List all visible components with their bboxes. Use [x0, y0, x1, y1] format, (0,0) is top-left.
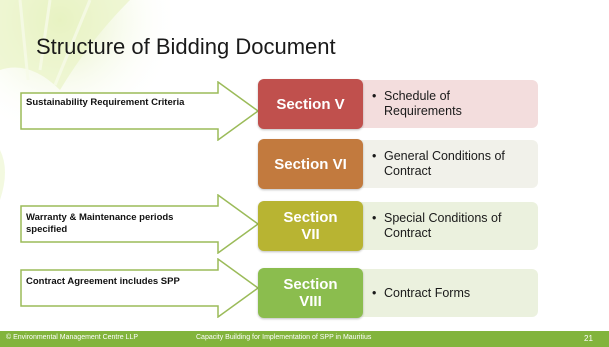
section-v-label: Section V: [276, 95, 345, 113]
arrow-warranty: [20, 194, 260, 254]
desc-box-section-v: • Schedule of Requirements: [360, 80, 538, 128]
page-number: 21: [584, 334, 593, 343]
section-vi-box: Section VI: [258, 139, 363, 189]
arrow-sustainability: [20, 81, 260, 141]
arrow-label-contract-agreement: Contract Agreement includes SPP: [26, 276, 180, 287]
desc-box-section-viii: • Contract Forms: [360, 269, 538, 317]
desc-text-section-vii: Special Conditions of Contract: [384, 211, 502, 240]
footer-bar: © Environmental Management Centre LLP Ca…: [0, 331, 609, 347]
bullet: •: [372, 285, 377, 300]
desc-text-section-vi: General Conditions of Contract: [384, 149, 505, 178]
section-vii-label: Section VII: [283, 209, 338, 243]
bullet: •: [372, 149, 377, 163]
section-v-box: Section V: [258, 79, 363, 129]
arrow-label-sustainability: Sustainability Requirement Criteria: [26, 97, 185, 108]
footer-copyright: © Environmental Management Centre LLP: [6, 334, 139, 341]
arrow-contract-agreement: [20, 258, 260, 318]
desc-text-section-viii: Contract Forms: [384, 285, 471, 300]
desc-box-section-vi: • General Conditions of Contract: [360, 140, 538, 188]
arrow-label-warranty: Warranty & Maintenance periods specified: [26, 212, 174, 235]
slide-title: Structure of Bidding Document: [36, 34, 336, 59]
footer-title: Capacity Building for Implementation of …: [196, 334, 372, 341]
section-viii-box: Section VIII: [258, 268, 363, 318]
desc-text-section-v: Schedule of Requirements: [384, 89, 462, 118]
bullet: •: [372, 89, 377, 103]
section-viii-label: Section VIII: [283, 276, 338, 310]
desc-box-section-vii: • Special Conditions of Contract: [360, 202, 538, 250]
section-vi-label: Section VI: [274, 155, 347, 173]
section-vii-box: Section VII: [258, 201, 363, 251]
bullet: •: [372, 211, 377, 225]
